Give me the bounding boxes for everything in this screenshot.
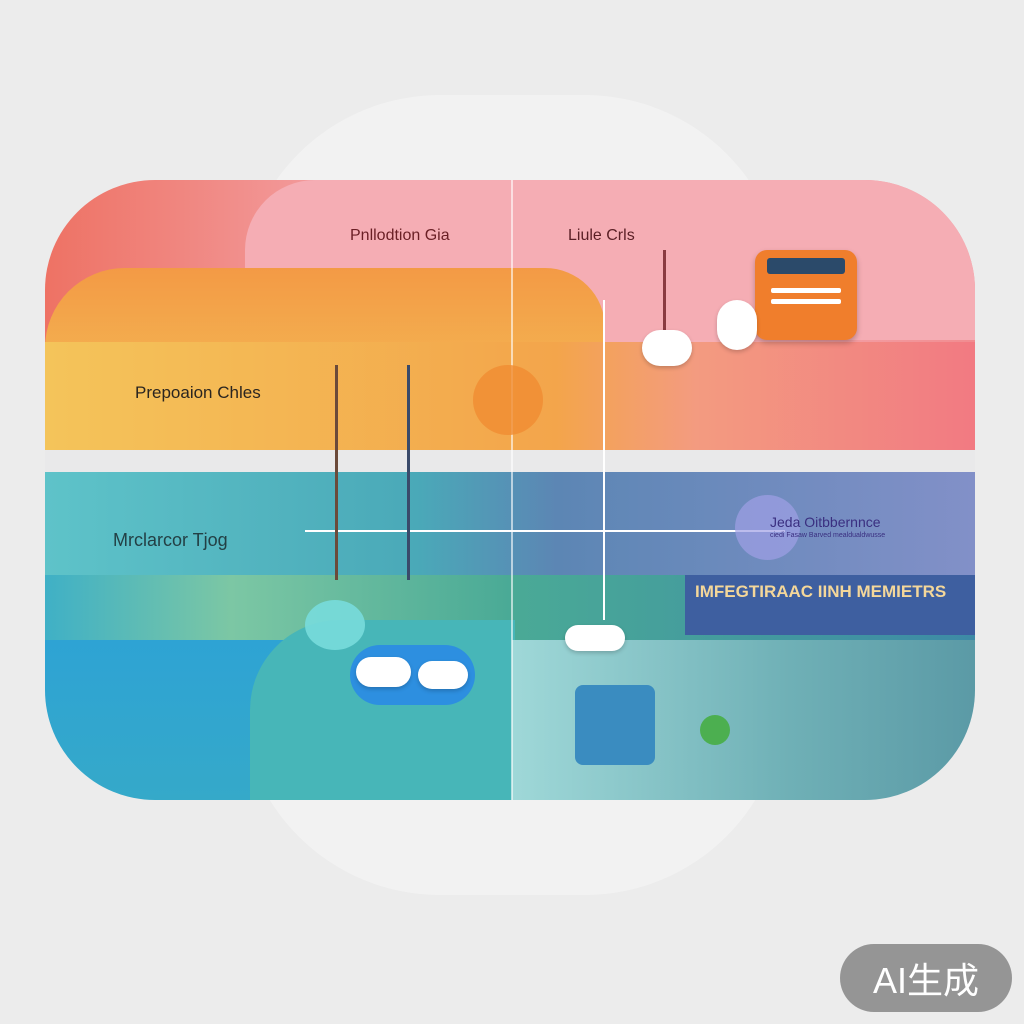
building-icon	[575, 685, 655, 765]
label-lower-right-sub: ciedi Fasaw Barved mealdualdwusse	[770, 532, 886, 539]
label-lower-left: Mrclarcor Tjog	[113, 530, 228, 550]
pin-line-2	[407, 365, 410, 580]
orange-orb	[473, 365, 543, 435]
globe-icon	[305, 600, 365, 650]
band-gap	[45, 450, 975, 472]
diagram-board: Pnllodtion Gia Liule Crls Prepoaion Chle…	[45, 180, 975, 800]
ai-generated-watermark: AI生成	[840, 944, 1012, 1012]
band-teal	[45, 472, 975, 575]
cloud-icon	[642, 330, 692, 366]
banner-label: IMFEGTIRAAC IINH MEMIETRS	[695, 582, 947, 601]
banner-bg	[685, 575, 975, 635]
pin-line-3	[663, 250, 666, 330]
cloud-icon	[565, 625, 625, 651]
pin-line-1	[335, 365, 338, 580]
center-divider	[511, 180, 513, 800]
label-top-left: Pnllodtion Gia	[350, 227, 450, 244]
horizontal-connector	[305, 530, 785, 532]
label-top-right: Liule Crls	[568, 227, 635, 244]
connector-line	[603, 300, 605, 620]
label-lower-right: Jeda Oitbbernnce	[770, 514, 881, 530]
cloud-icon	[717, 300, 757, 350]
cloud-badge	[350, 645, 475, 705]
label-middle-left: Prepoaion Chles	[135, 383, 261, 402]
radio-device-icon	[755, 250, 857, 340]
plant-icon	[700, 715, 730, 745]
purple-orb	[735, 495, 800, 560]
